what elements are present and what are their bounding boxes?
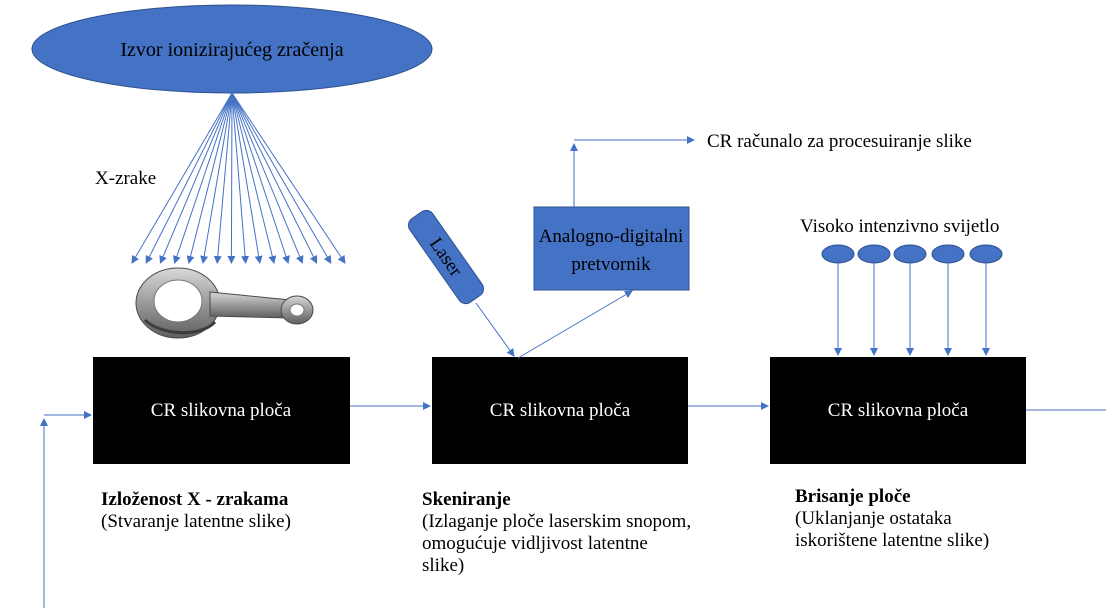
xray-line [231,92,250,264]
light-sources [821,244,1003,264]
cr-plate-1 [93,357,350,464]
step-erasing-line: iskorištene latentne slike) [795,530,990,551]
cr-plate-3-label: CR slikovna ploča [828,400,969,421]
adc-label-line1: Analogno-digitalni [539,226,684,247]
laser-shape [407,209,485,305]
xray-line [231,92,263,264]
xray-line [131,92,233,264]
connecting-rod-icon [135,267,314,339]
xray-line [227,92,236,264]
light-ellipse [969,244,1003,264]
xray-line [213,92,233,264]
step-scanning-line: (Izlaganje ploče laserskim snopom, [422,511,692,532]
light-label: Visoko intenzivno svijetlo [800,216,1000,237]
step-erasing-line: (Uklanjanje ostataka [795,508,952,529]
xray-line [200,92,233,264]
reflected-beam [517,290,633,359]
xray-line [186,92,233,264]
source-label: Izvor ionizirajućeg zračenja [120,39,343,61]
laser-beam [475,302,515,357]
xray-line [231,92,304,264]
step-scanning: Skeniranje (Izlaganje ploče laserskim sn… [422,489,752,577]
xray-beam-lines [131,92,346,264]
xray-line [173,92,233,264]
step-exposure-line: (Stvaranje latentne slike) [101,511,291,532]
cr-plate-2-label: CR slikovna ploča [490,400,631,421]
step-scanning-title: Skeniranje [422,489,511,510]
xray-line [231,92,290,264]
xray-line [145,92,233,264]
step-exposure: Izloženost X - zrakama (Stvaranje latent… [101,489,401,533]
xray-line [159,92,233,264]
xray-line [231,92,318,264]
step-scanning-line: omogućuje vidljivost latentne [422,533,648,554]
light-ellipse [893,244,927,264]
light-ellipse [821,244,855,264]
step-exposure-title: Izloženost X - zrakama [101,489,289,510]
xray-line [231,92,346,264]
xray-line [231,92,277,264]
light-ellipse [857,244,891,264]
step-erasing: Brisanje ploče (Uklanjanje ostataka isko… [795,486,1095,552]
cr-plate-2 [432,357,688,464]
cr-plate-3 [770,357,1026,464]
adc-label-line2: pretvornik [571,254,651,275]
step-erasing-title: Brisanje ploče [795,486,911,507]
xrays-label: X-zrake [95,168,157,189]
adc-box [533,206,690,291]
light-rays [834,263,990,356]
cr-plate-1-label: CR slikovna ploča [151,400,292,421]
xray-line [231,92,332,264]
computer-label: CR računalo za procesuiranje slike [707,131,972,152]
step-scanning-line: slike) [422,555,465,576]
light-ellipse [931,244,965,264]
